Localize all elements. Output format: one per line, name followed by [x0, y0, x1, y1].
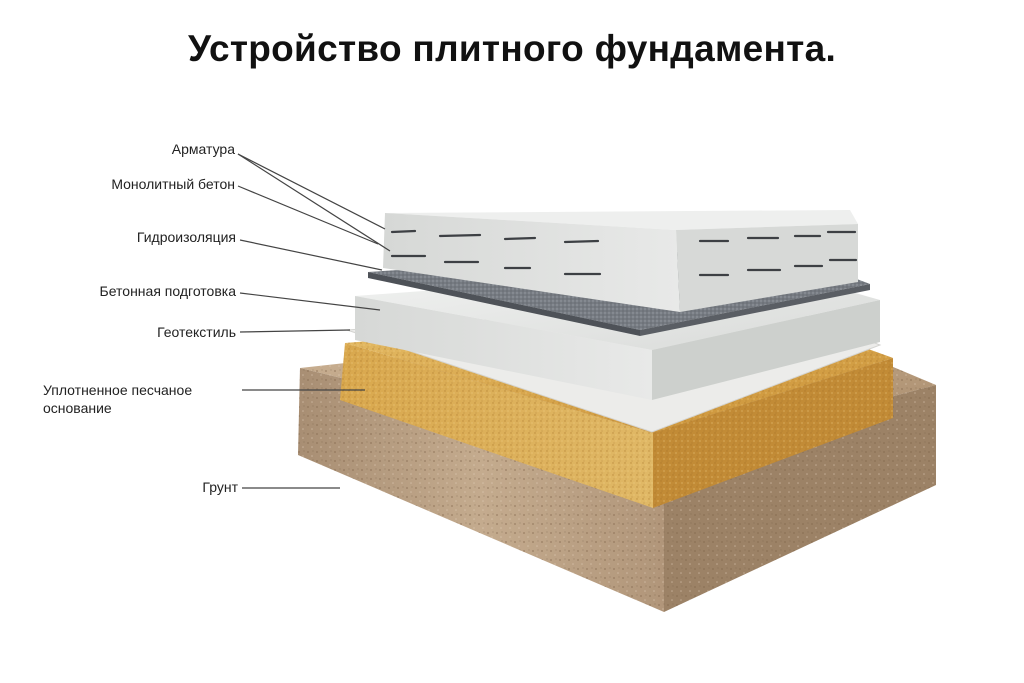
label-monolithic-concrete: Монолитный бетон: [111, 176, 235, 192]
diagram-title: Устройство плитного фундамента.: [187, 28, 837, 69]
label-waterproofing: Гидроизоляция: [136, 229, 236, 245]
label-concrete-prep: Бетонная подготовка: [99, 283, 236, 299]
label-geotextile: Геотекстиль: [157, 324, 236, 340]
label-sand-base: Уплотненное песчаное основание: [43, 382, 193, 416]
label-rebar: Арматура: [171, 141, 235, 157]
leader-lines: [237, 153, 391, 489]
rebar-marks: [390, 229, 858, 277]
monolithic-concrete-layer: [383, 210, 858, 312]
label-soil: Грунт: [202, 479, 238, 495]
